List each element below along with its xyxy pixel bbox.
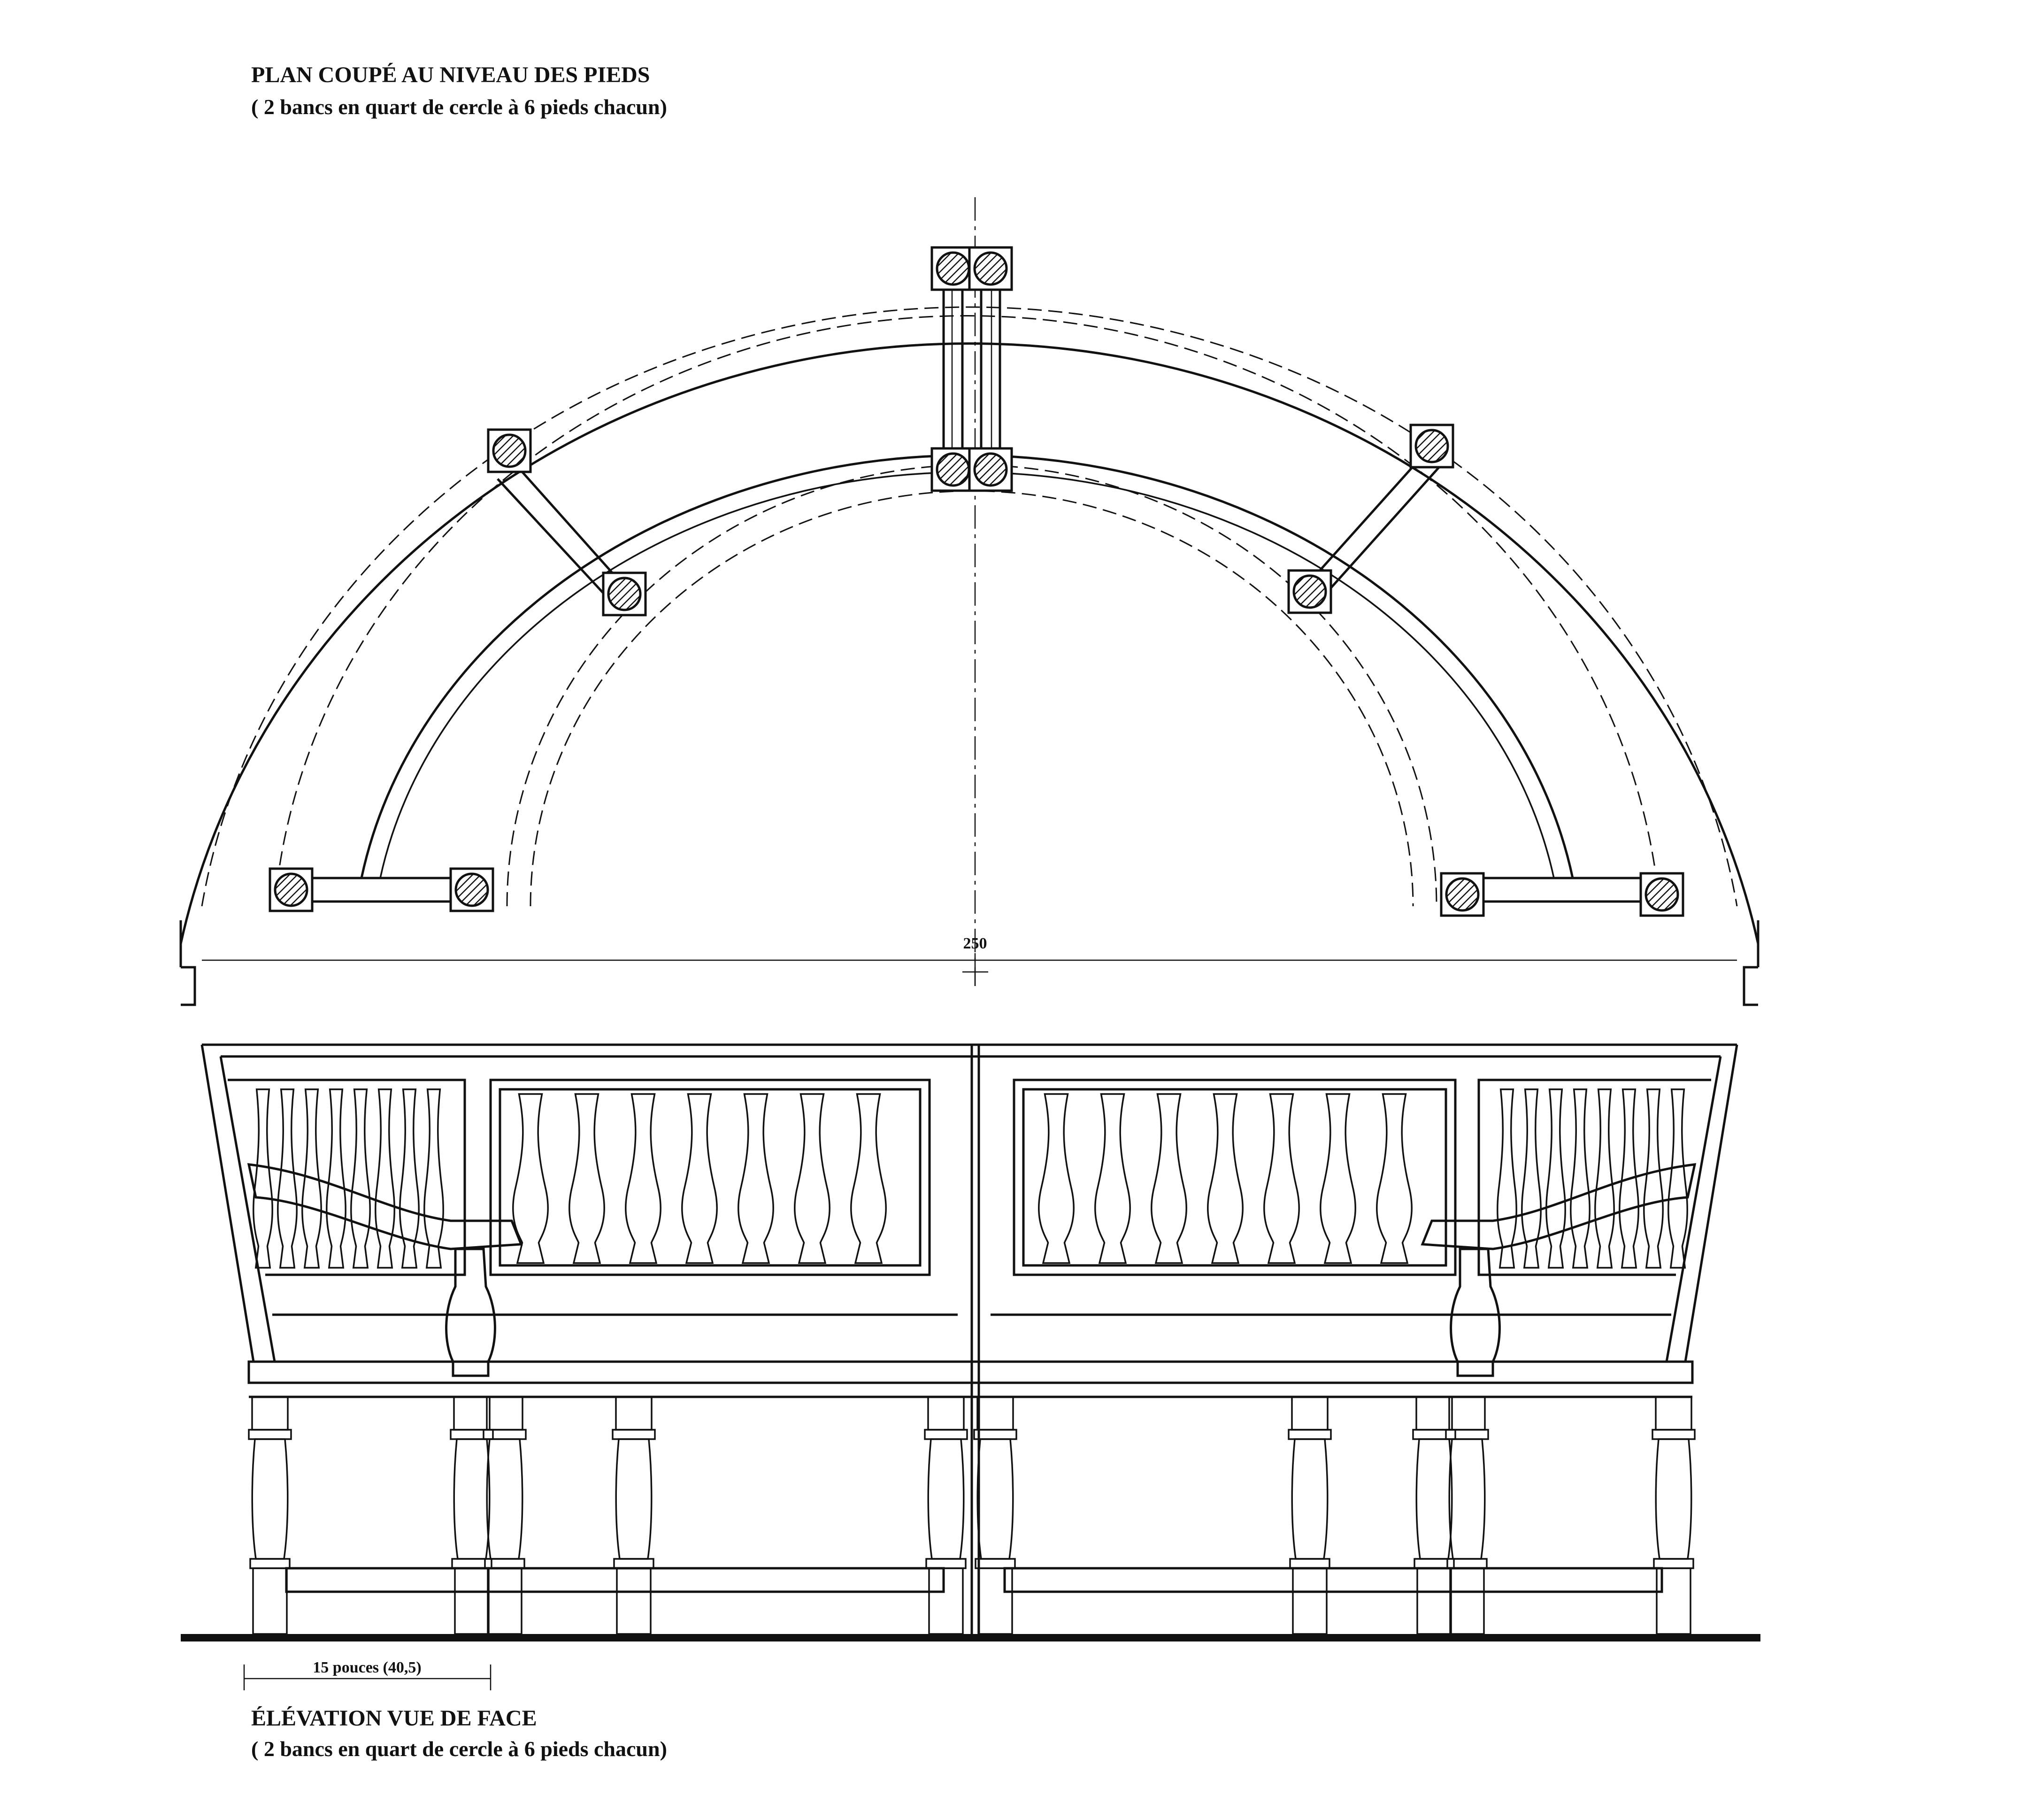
turned-leg (1445, 1396, 1489, 1635)
turned-leg (973, 1396, 1017, 1635)
baluster (423, 1088, 444, 1269)
baluster (375, 1088, 395, 1269)
baluster (1521, 1088, 1542, 1269)
baluster (1320, 1093, 1356, 1264)
legs-group (248, 1396, 1696, 1635)
feet-group (269, 246, 1684, 917)
scale-bar: 15 pouces (40,5) (243, 1659, 492, 1690)
baluster (738, 1093, 774, 1264)
baluster (253, 1088, 273, 1269)
foot-8 (602, 571, 647, 617)
foot-4 (968, 246, 1013, 291)
foot-7 (487, 428, 532, 473)
baluster (1094, 1093, 1131, 1264)
left-armrest (247, 1163, 523, 1250)
scale-label: 15 pouces (40,5) (313, 1659, 421, 1676)
dimension-250-label: 250 (963, 935, 987, 952)
baluster (1667, 1088, 1688, 1269)
right-armrest (1421, 1163, 1697, 1250)
foot-11 (1440, 872, 1485, 917)
baluster (1207, 1093, 1244, 1264)
foot-10 (1287, 569, 1332, 614)
elevation-subtitle: ( 2 bancs en quart de cercle à 6 pieds c… (251, 1737, 667, 1761)
turned-leg (1288, 1396, 1332, 1635)
baluster (399, 1088, 420, 1269)
baluster (681, 1093, 718, 1264)
ground-line (181, 1634, 1760, 1641)
turned-leg (483, 1396, 527, 1635)
baluster-panel-right (1013, 1079, 1457, 1276)
turned-leg (612, 1396, 656, 1635)
foot-3 (930, 246, 976, 291)
plan-title: PLAN COUPÉ AU NIVEAU DES PIEDS (251, 62, 650, 87)
baluster (1619, 1088, 1639, 1269)
baluster (1643, 1088, 1664, 1269)
baluster (326, 1088, 346, 1269)
baluster (1151, 1093, 1187, 1264)
plan-view: 250 (179, 197, 1760, 1006)
balusters-group (253, 1088, 1688, 1269)
outer-seat-arc (179, 342, 1760, 944)
foot-5 (930, 447, 976, 492)
baluster (1570, 1088, 1591, 1269)
foot-6 (968, 447, 1013, 492)
baluster (850, 1093, 887, 1264)
baluster (794, 1093, 830, 1264)
baluster (350, 1088, 371, 1269)
turned-leg (248, 1396, 292, 1635)
baluster (1263, 1093, 1300, 1264)
plan-subtitle: ( 2 bancs en quart de cercle à 6 pieds c… (251, 95, 667, 119)
baluster (569, 1093, 605, 1264)
baluster (1038, 1093, 1075, 1264)
baluster (1545, 1088, 1566, 1269)
seat-front-rail (247, 1360, 1694, 1384)
foot-12 (1639, 872, 1684, 917)
baluster (301, 1088, 322, 1269)
baluster (625, 1093, 661, 1264)
elevation-view: 15 pouces (40,5) (181, 1043, 1760, 1690)
baluster (512, 1093, 549, 1264)
turned-leg (1652, 1396, 1696, 1635)
baluster (277, 1088, 298, 1269)
baluster (1594, 1088, 1615, 1269)
foot-2 (449, 867, 494, 912)
foot-9 (1409, 424, 1454, 469)
right-radial-beam (1304, 450, 1442, 602)
left-radial-beam (497, 459, 630, 607)
elevation-title: ÉLÉVATION VUE DE FACE (251, 1706, 537, 1731)
baluster (1376, 1093, 1413, 1264)
foot-1 (269, 867, 314, 912)
baluster-panel-left (489, 1079, 931, 1276)
turned-leg (924, 1396, 968, 1635)
baluster (1497, 1088, 1517, 1269)
